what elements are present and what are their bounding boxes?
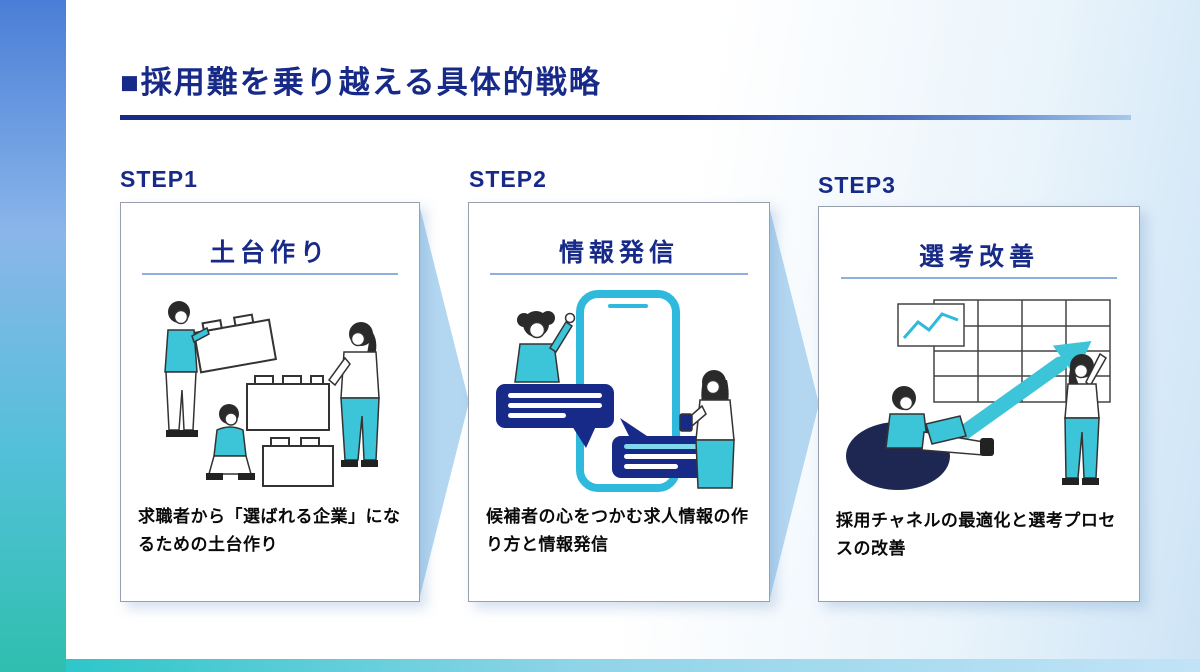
bottom-gradient-bar xyxy=(66,659,1200,672)
title-underline xyxy=(120,115,1131,120)
chat-bubble-icon xyxy=(496,383,614,448)
teamwork-building-blocks-illustration xyxy=(121,285,419,495)
step3-card: 選考改善 xyxy=(818,206,1140,602)
step1-description: 求職者から「選ばれる企業」になるための土台作り xyxy=(138,507,401,555)
page-title: ■採用難を乗り越える具体的戦略 xyxy=(120,65,602,100)
step1-label: STEP1 xyxy=(120,166,198,192)
smartphone-chat-bubbles-illustration xyxy=(469,285,769,495)
step3-heading-underline xyxy=(841,277,1117,279)
step3-description: 採用チャネルの最適化と選考プロセスの改善 xyxy=(836,511,1116,559)
step1-heading-underline xyxy=(141,273,399,275)
step2-description: 候補者の心をつかむ求人情報の作り方と情報発信 xyxy=(486,507,749,555)
step1-heading: 土台作り xyxy=(209,239,330,267)
arrow-right-icon-2 xyxy=(769,206,819,602)
step2-card: 情報発信 xyxy=(468,202,770,602)
step3-heading: 選考改善 xyxy=(918,243,1039,271)
step2-heading: 情報発信 xyxy=(558,239,679,267)
line-chart-icon xyxy=(897,302,965,347)
growth-chart-arrow-illustration xyxy=(819,289,1139,499)
step3-label: STEP3 xyxy=(818,172,896,198)
left-gradient-bar xyxy=(0,0,66,672)
step2-heading-underline xyxy=(490,273,748,275)
step1-card: 土台作り xyxy=(120,202,420,602)
step2-label: STEP2 xyxy=(469,166,547,192)
arrow-right-icon-1 xyxy=(419,204,469,600)
